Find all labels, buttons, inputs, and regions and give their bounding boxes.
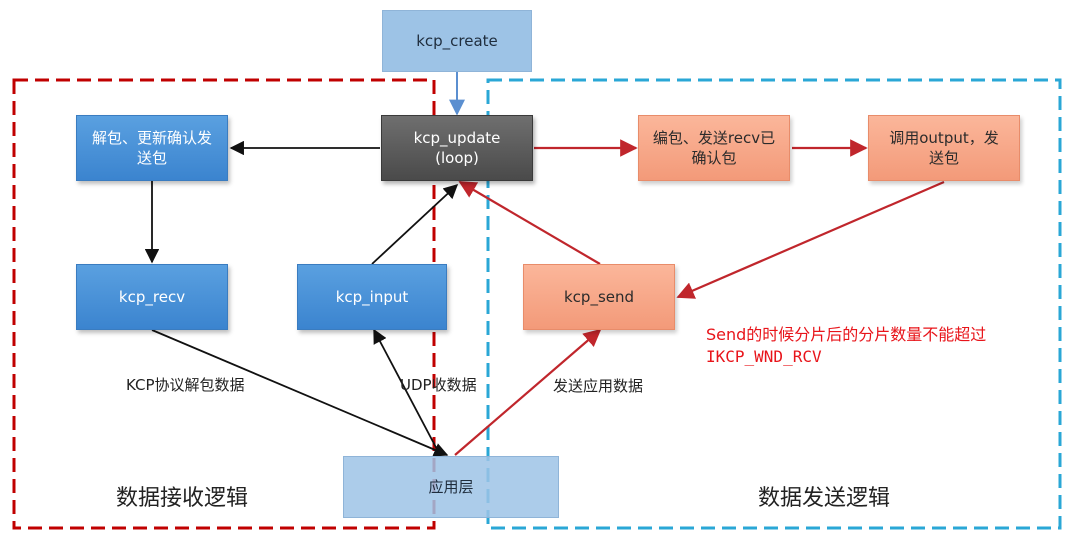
arrow-output-to-send (676, 180, 945, 299)
kcp-update-node: kcp_update (loop) (381, 115, 533, 181)
edge-label-udp-receive-data: UDP收数据 (400, 376, 477, 394)
arrow-recv-to-app (151, 329, 449, 457)
kcp-send-label: kcp_send (563, 288, 635, 306)
fragment-limit-note: Send的时候分片后的分片数量不能超过 IKCP_WND_RCV (706, 324, 986, 368)
kcp-recv-node: kcp_recv (76, 264, 228, 330)
app-layer-node: 应用层 (343, 456, 559, 518)
receive-region-title: 数据接收逻辑 (116, 486, 249, 511)
edge-label-kcp-unpack-data: KCP协议解包数据 (126, 376, 245, 394)
kcp-create-label: kcp_create (416, 32, 498, 50)
arrow-send-to-update (458, 181, 601, 265)
fragment-limit-note-line1: Send的时候分片后的分片数量不能超过 (706, 325, 987, 344)
arrow-app-to-input (373, 328, 441, 456)
kcp-recv-label: kcp_recv (118, 288, 186, 306)
kcp-input-node: kcp_input (297, 264, 447, 330)
kcp-create-node: kcp_create (382, 10, 532, 72)
kcp-input-label: kcp_input (335, 288, 409, 306)
arrow-input-to-update (371, 184, 459, 265)
unpack-update-ack-label: 解包、更新确认发 送包 (91, 129, 212, 167)
edge-label-send-app-data: 发送应用数据 (553, 377, 644, 395)
arrow-app-to-send (454, 328, 602, 456)
pack-send-recv-ack-label: 编包、发送recv已 确认包 (652, 129, 776, 167)
unpack-update-ack-node: 解包、更新确认发 送包 (76, 115, 228, 181)
kcp-update-label: kcp_update (loop) (413, 129, 501, 167)
pack-send-recv-ack-node: 编包、发送recv已 确认包 (638, 115, 790, 181)
call-output-label: 调用output，发 送包 (889, 129, 999, 167)
app-layer-label: 应用层 (428, 478, 474, 496)
send-region-title: 数据发送逻辑 (758, 486, 891, 511)
call-output-node: 调用output，发 送包 (868, 115, 1020, 181)
kcp-send-node: kcp_send (523, 264, 675, 330)
send-region-frame (486, 78, 1062, 530)
fragment-limit-note-line2: IKCP_WND_RCV (706, 347, 822, 366)
